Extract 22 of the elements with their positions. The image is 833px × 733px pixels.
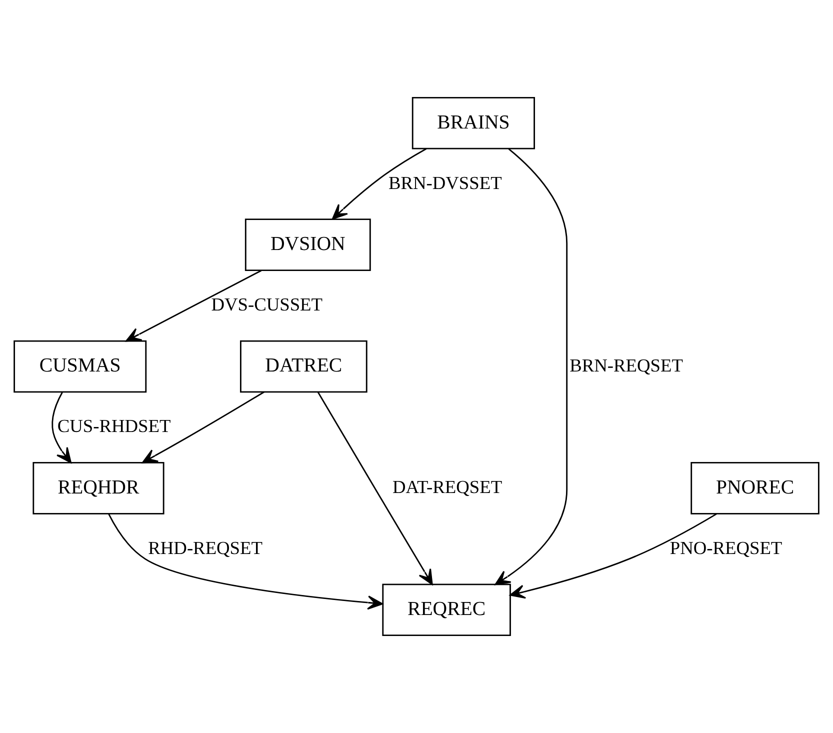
arrow [317, 392, 433, 586]
node-box: DATREC [240, 340, 368, 393]
edge-label: RHD-REQSET [148, 538, 262, 558]
arrow [126, 270, 262, 342]
edge-label: PNO-REQSET [670, 538, 782, 558]
node-box: PNOREC [690, 462, 820, 514]
edge-label: DAT-REQSET [392, 476, 502, 497]
node-box: BRAINS [412, 96, 535, 150]
edge-label: BRN-DVSSET [388, 172, 502, 193]
arrow [494, 148, 568, 586]
arrow [108, 514, 383, 610]
edge-label: CUS-RHDSET [57, 416, 171, 436]
arrow [142, 391, 264, 464]
arrow [52, 392, 72, 464]
edge-label: BRN-REQSET [570, 355, 683, 376]
node-box: REQHDR [32, 462, 164, 514]
node-box: DVSION [244, 218, 371, 271]
node-box: CUSMAS [14, 340, 147, 393]
edge-label: DVS-CUSSET [211, 294, 323, 314]
arrow [510, 513, 717, 599]
arrow [332, 148, 427, 220]
node-box: REQREC [382, 584, 511, 636]
